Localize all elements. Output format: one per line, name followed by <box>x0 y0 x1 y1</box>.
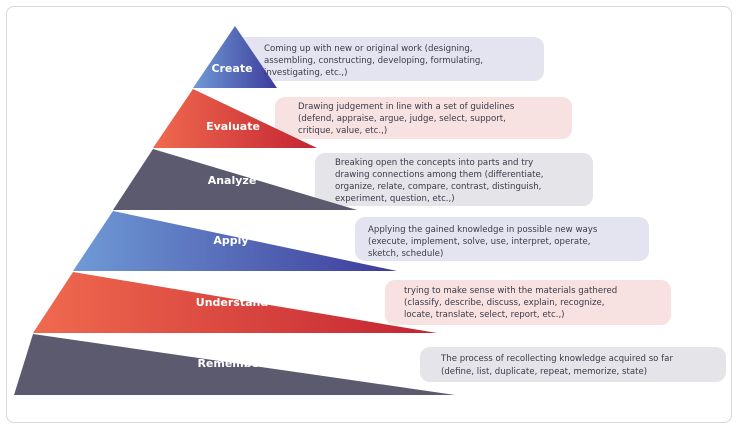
description-line: (execute, implement, solve, use, interpr… <box>368 237 590 247</box>
description-line: locate, translate, select, report, etc.,… <box>404 310 565 320</box>
level-create <box>193 26 277 88</box>
level-evaluate <box>153 89 317 148</box>
level-analyze <box>113 149 357 210</box>
description-remember: The process of recollecting knowledge ac… <box>440 354 676 377</box>
description-box-evaluate <box>275 97 572 139</box>
description-line: drawing connections among them (differen… <box>335 170 544 180</box>
description-line: (defend, appraise, argue, judge, select,… <box>298 114 506 124</box>
level-understand <box>33 272 437 333</box>
description-evaluate: Drawing judgement in line with a set of … <box>298 102 517 136</box>
level-label-apply: Apply <box>213 234 248 247</box>
description-line: Breaking open the concepts into parts an… <box>335 158 533 168</box>
description-box-understand <box>385 280 671 325</box>
description-line: assembling, constructing, developing, fo… <box>264 56 483 66</box>
description-box-remember <box>420 347 726 382</box>
description-create: Coming up with new or original work (des… <box>264 44 486 78</box>
description-analyze: Breaking open the concepts into parts an… <box>335 158 546 204</box>
description-line: (define, list, duplicate, repeat, memori… <box>441 367 647 377</box>
description-line: critique, value, etc.,) <box>298 126 387 136</box>
level-label-create: Create <box>211 62 252 75</box>
description-line: Applying the gained knowledge in possibl… <box>368 225 598 235</box>
description-line: Drawing judgement in line with a set of … <box>298 102 515 112</box>
level-label-understand: Understand <box>196 296 268 309</box>
description-understand: trying to make sense with the materials … <box>404 286 620 320</box>
description-line: (classify, describe, discuss, explain, r… <box>404 298 605 308</box>
level-label-evaluate: Evaluate <box>206 120 260 133</box>
description-line: sketch, schedule) <box>368 249 443 259</box>
description-box-create <box>232 37 544 81</box>
description-line: trying to make sense with the materials … <box>404 286 617 296</box>
level-remember <box>14 334 455 395</box>
description-boxes <box>232 37 726 382</box>
level-label-remember: Remember <box>197 357 265 370</box>
level-label-analyze: Analyze <box>208 174 257 187</box>
description-line: experiment, question, etc.,) <box>335 194 455 204</box>
description-box-apply <box>355 217 649 261</box>
level-labels: Create Evaluate Analyze Apply Understand… <box>196 62 268 370</box>
description-line: organize, relate, compare, contrast, dis… <box>335 182 541 192</box>
description-line: Coming up with new or original work (des… <box>264 44 473 54</box>
level-descriptions: Coming up with new or original work (des… <box>264 44 676 377</box>
description-line: investigating, etc.,) <box>264 68 347 78</box>
description-box-analyze <box>315 153 593 206</box>
pyramid-levels <box>14 26 455 395</box>
level-apply <box>73 211 397 271</box>
description-line: The process of recollecting knowledge ac… <box>440 354 673 364</box>
description-apply: Applying the gained knowledge in possibl… <box>368 225 600 259</box>
